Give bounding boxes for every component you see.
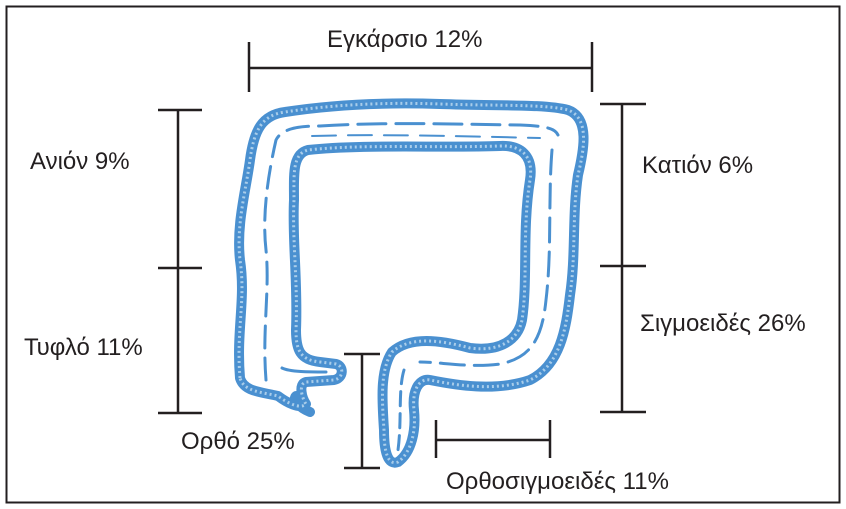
- colon-illustration: [239, 103, 584, 462]
- label-transverse: Εγκάρσιο 12%: [327, 28, 482, 52]
- diagram-frame: [7, 7, 840, 503]
- label-descending: Κατιόν 6%: [642, 154, 753, 178]
- label-ascending: Ανιόν 9%: [30, 150, 130, 174]
- colon-outline: [239, 103, 584, 462]
- label-sigmoid: Σιγμοειδές 26%: [640, 312, 806, 336]
- label-cecum: Τυφλό 11%: [24, 336, 143, 360]
- label-rectum: Ορθό 25%: [181, 430, 295, 454]
- label-rectosigmoid: Ορθοσιγμοειδές 11%: [446, 470, 669, 494]
